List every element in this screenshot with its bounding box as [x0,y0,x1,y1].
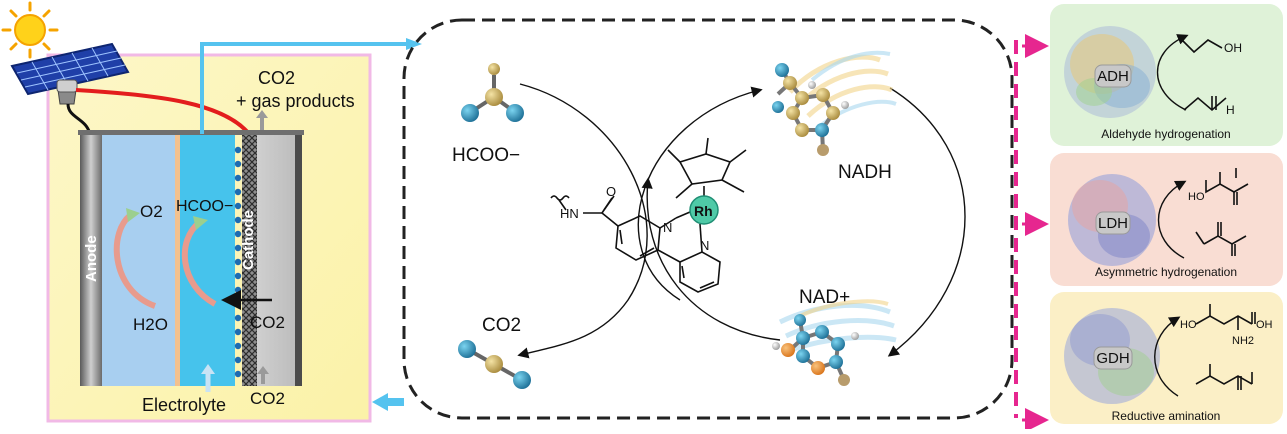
ldh-caption: Asymmetric hydrogenation [1095,265,1237,279]
anolyte-chamber [102,134,175,386]
cathode-cycle-arrow [181,219,217,307]
co2-molecule [458,340,531,389]
flow-out-arrow-head [406,38,422,50]
formate-molecule [461,63,524,122]
adh-caption: Aldehyde hydrogenation [1101,127,1230,141]
cathode-label: Cathode [240,210,257,270]
nadh-molecule [772,50,897,156]
gdh-arrow [1154,316,1181,397]
membrane [175,134,180,386]
co2-gas-line1: CO2 [258,68,295,88]
cycle-border [402,18,1014,420]
adh-product-structure [1181,39,1223,54]
ldh-product-ho: HO [1188,191,1205,203]
cathode-arrow-head [193,216,208,230]
flow-back-arrow-head [372,393,388,411]
lamp-icon [56,79,78,105]
nad-molecule [772,299,897,386]
adh-arrow [1156,34,1189,111]
co2-in-label: CO2 [250,313,285,332]
gdh-product-oh: OH [1256,319,1273,331]
rh-catalyst [550,137,747,293]
h2o-label: H2O [133,315,168,334]
o2-label: O2 [140,202,163,221]
cathode-mesh [242,134,257,386]
gdh-enzyme-label: GDH [1096,350,1129,367]
adh-tag [1094,64,1132,88]
panel-adh: ADH OH H Aldehyde hydrogenation [1050,4,1283,146]
ldh-substrate-structure [1195,222,1247,256]
gdh-substrate-structure [1195,364,1253,390]
co2-bottom-label: CO2 [250,389,285,408]
anode-cycle-arrow [113,211,157,309]
adh-enzyme-label: ADH [1097,68,1129,85]
ldh-product-structure [1205,168,1249,205]
center-arc-arrow [637,86,763,301]
catalyst-hn-label: HN [560,206,579,221]
anode-arrow-head [126,208,140,222]
catalyst-o-label: O [606,184,616,199]
gdh-caption: Reductive amination [1112,409,1221,423]
hcoo-label: HCOO− [176,198,233,215]
anode-plate [80,134,102,386]
catalyst-layer [234,146,242,378]
gas-chamber [257,134,295,386]
lower-arc-arrow [641,177,781,341]
ldh-tag [1095,211,1131,235]
adh-substrate-structure [1183,96,1227,112]
gdh-tag [1093,346,1133,370]
co2-bottom-arrow-head [257,366,269,374]
gdh-product-ho: HO [1180,319,1197,331]
rh-label: Rh [694,203,713,219]
catalyst-n2-label: N [700,238,709,253]
ldh-enzyme-label: LDH [1098,215,1128,232]
catholyte-chamber [180,134,235,386]
adh-product-oh: OH [1224,41,1242,55]
enzyme-connector [1014,34,1049,432]
panel-gdh: GDH HO OH NH2 Reductive amination [1050,292,1283,424]
gas-out-arrow-head [256,110,268,118]
rh-center [689,195,719,225]
red-wire [75,88,252,137]
catalyst-n1-label: N [663,220,672,235]
solar-panel-icon [10,42,130,96]
cycle-co2-label: CO2 [482,315,521,336]
electrolyzer: Anode Cathode O2 H2O HCOO− CO2 [1,1,372,423]
sun-icon [1,1,59,59]
end-plate [295,134,302,386]
panel-ldh: LDH HO Asymmetric hydrogenation [1050,153,1283,286]
catalytic-cycle: HCOO− CO2 [402,18,1014,420]
electrolyte-label: Electrolyte [142,395,226,415]
co2-gas-line2: + gas products [236,91,355,111]
anode-label: Anode [83,235,100,282]
left-arc-arrow [517,83,648,359]
adh-substrate-h: H [1226,103,1235,117]
cycle-nadh-label: NADH [838,162,892,183]
gdh-product-nh2: NH2 [1232,335,1254,347]
gdh-product-structure [1195,304,1256,330]
right-arc-arrow [887,87,966,357]
electrolyte-arrow-head [201,364,215,374]
flow-out-arrow [200,42,408,134]
top-bar [78,130,304,135]
cycle-hcoo-label: HCOO− [452,145,520,166]
ldh-arrow [1158,180,1187,259]
